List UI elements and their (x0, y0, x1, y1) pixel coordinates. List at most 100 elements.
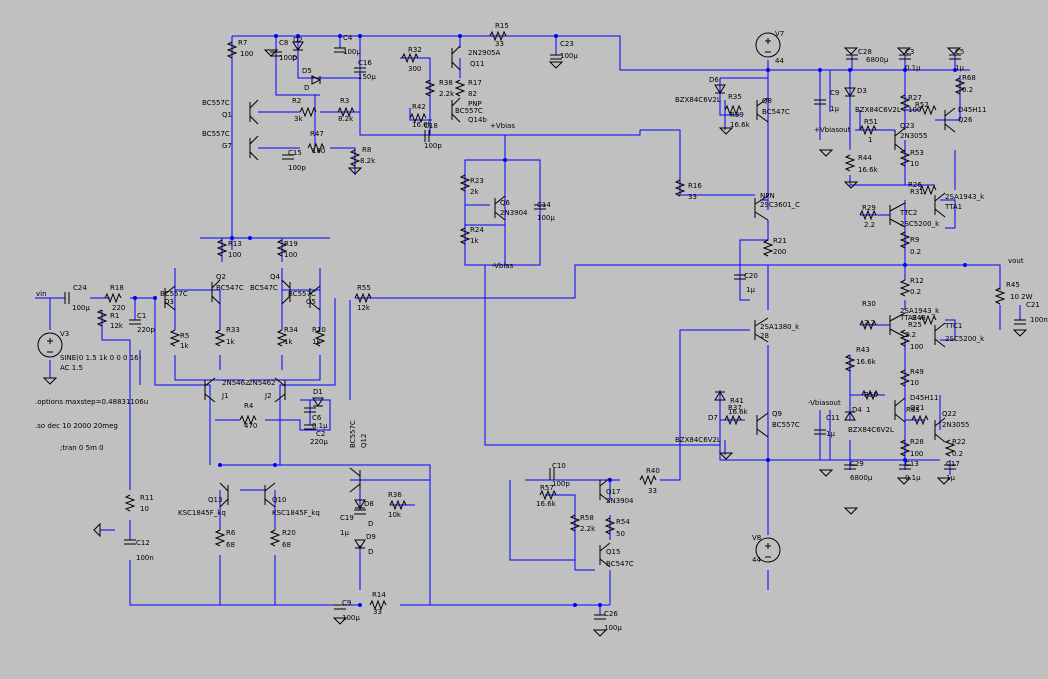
directive-options: .options maxstep=0.48831106u (35, 398, 148, 406)
label-R42: R42 (412, 103, 426, 111)
directive-sine: SINE(0 1.5 1k 0 0 0 16) (60, 354, 142, 362)
label-R25: R25 (908, 321, 922, 329)
value-C12: 100n (136, 554, 154, 562)
net-vbias-pos: +Vbias (490, 122, 515, 130)
value-R30: 2.2 (864, 319, 875, 327)
value-C14: 100µ (537, 214, 555, 222)
label-R6: R6 (226, 529, 236, 537)
value-R68: 0.2 (962, 86, 973, 94)
value-R49: 10 (910, 379, 919, 387)
value-R41: 16.6k (728, 408, 749, 416)
value-R20: 68 (282, 541, 291, 549)
value-R4: 470 (244, 422, 257, 430)
label-R7: R7 (238, 39, 247, 47)
label-R48: R48 (912, 314, 926, 322)
ref-Q11: Q11 (470, 60, 484, 68)
type-Q26: D45H11 (958, 106, 986, 114)
value-C10: 100p (552, 480, 570, 488)
value-C9: 1µ (830, 105, 839, 113)
label-C10: C10 (552, 462, 566, 470)
value-R65: 100 (910, 343, 923, 351)
label-R29: R29 (862, 204, 876, 212)
type-Q13: KSC1845F_kq (178, 509, 226, 517)
net-vbiasout-pos: +Vbiasout (814, 126, 851, 134)
label-R26: R26 (908, 181, 922, 189)
label-R39: R39 (730, 111, 744, 119)
value-R38: 2.2k (439, 90, 455, 98)
label-R14: R14 (372, 591, 386, 599)
type-J1: 2N5462 (222, 379, 250, 387)
value-C16: 150µ (358, 73, 376, 81)
label-R2: R2 (292, 97, 301, 105)
label-R24: R24 (470, 226, 484, 234)
capacitor-symbols (64, 47, 1026, 620)
label-R47: R47 (310, 130, 324, 138)
label-R30: R30 (862, 300, 876, 308)
ref-NPN: NPN (760, 192, 775, 200)
ref-Q2: Q2 (216, 273, 226, 281)
label-C15: C15 (288, 149, 302, 157)
label-R1: R1 (110, 312, 119, 320)
label-R12: R12 (910, 277, 924, 285)
label-R15: R15 (495, 22, 509, 30)
label-C8: C8 (279, 39, 288, 47)
net-labels: vin vout +Vbias -Vbias +Vbiasout -Vbiaso… (36, 122, 1024, 407)
spice-directives: SINE(0 1.5 1k 0 0 0 16) AC 1.5 .options … (35, 354, 148, 452)
label-R18: R18 (110, 284, 124, 292)
ref-TTC1-top: TTC2 (899, 209, 917, 217)
label-C1: C1 (137, 312, 146, 320)
value-R50: 1 (866, 406, 870, 414)
ref-Q7: 28 (760, 332, 769, 340)
type-Q3: BC557C (160, 290, 188, 298)
label-C9b: C9 (342, 599, 351, 607)
value-D3: BZX84C6V2L (855, 106, 901, 114)
value-R3: 8.2k (338, 115, 354, 123)
label-R50: R50 (864, 391, 878, 399)
label-C28: C28 (858, 48, 872, 56)
value-C1: 220p (137, 326, 155, 334)
wire-junctions (133, 34, 967, 607)
label-R10: R10 (312, 326, 326, 334)
value-C6: 0.1µ (312, 422, 328, 430)
ref-Q26: Q26 (958, 116, 973, 124)
type-Q2: BC547C (216, 284, 244, 292)
label-R17: R17 (468, 79, 482, 87)
net-vbias-neg: -Vbias (492, 262, 514, 270)
label-V8-val: 44 (752, 556, 761, 564)
ref-Q15: Q15 (606, 548, 620, 556)
diode-symbols (292, 41, 856, 549)
label-C19: C19 (340, 514, 354, 522)
label-R5: R5 (180, 332, 189, 340)
ref-Q17: Q17 (606, 488, 620, 496)
ref-Q3: Q3 (164, 298, 174, 306)
value-R21: 200 (773, 248, 786, 256)
label-C9: C9 (830, 89, 839, 97)
label-D4: D4 (852, 406, 862, 414)
value-R5: 1k (180, 342, 189, 350)
value-R8: 8.2k (360, 157, 376, 165)
label-C4: C4 (343, 34, 353, 42)
value-C13: 0.1µ (905, 474, 921, 482)
label-R41: R41 (730, 397, 744, 405)
value-R28: 100 (910, 450, 923, 458)
label-R36: R36 (388, 491, 402, 499)
type-Q10: KSC1845F_kq (272, 509, 320, 517)
value-R32: 300 (408, 65, 421, 73)
ref-G7: G7 (222, 142, 232, 150)
type-Q23: 2N3055 (900, 132, 928, 140)
ref-Q12: Q12 (360, 434, 368, 448)
type-Q14: PNP (468, 100, 482, 108)
value-R27: 100 (908, 106, 921, 114)
label-V8: V8 (752, 534, 761, 542)
label-D6: D6 (709, 76, 719, 84)
directive-ac: AC 1.5 (60, 364, 83, 372)
ref-TTA1-top: TTA1 (944, 203, 962, 211)
value-C9b: 100µ (342, 614, 360, 622)
value-R14: 33 (373, 608, 382, 616)
value-C17: 1µ (946, 474, 955, 482)
type-G7: BC557C (202, 130, 230, 138)
label-C24: C24 (73, 284, 87, 292)
label-R45: R45 (1006, 281, 1020, 289)
value-R29: 2.2 (864, 221, 875, 229)
